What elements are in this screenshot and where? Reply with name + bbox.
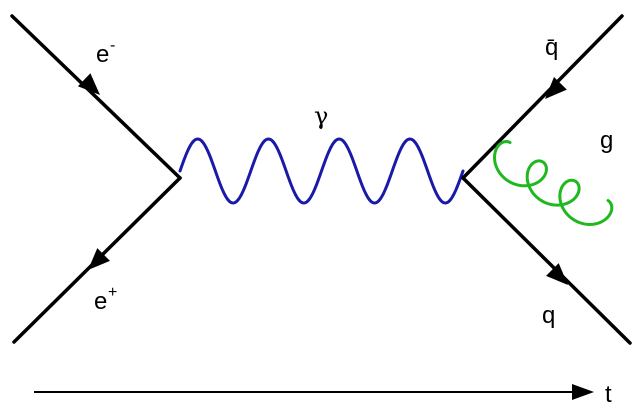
antiquark-line bbox=[461, 14, 624, 180]
gluon-line bbox=[493, 140, 614, 226]
electron-arrow-icon bbox=[77, 73, 100, 95]
electron-label: e bbox=[96, 41, 109, 68]
antiquark-label: q̄ bbox=[545, 34, 558, 61]
positron-arrow-icon bbox=[88, 248, 110, 270]
electron-line bbox=[10, 14, 182, 180]
antiquark-arrow-icon bbox=[545, 77, 567, 99]
photon-label: γ bbox=[314, 102, 328, 130]
electron-charge-label: - bbox=[110, 37, 115, 54]
photon-line bbox=[178, 137, 465, 205]
time-arrow-icon bbox=[572, 384, 594, 400]
quark-line bbox=[461, 176, 632, 345]
quark-arrow-icon bbox=[546, 263, 568, 285]
gluon-label: g bbox=[600, 127, 613, 154]
quark-label: q bbox=[542, 302, 555, 329]
time-axis-label: t bbox=[605, 381, 612, 408]
positron-charge-label: + bbox=[108, 284, 117, 301]
positron-label: e bbox=[94, 288, 107, 315]
